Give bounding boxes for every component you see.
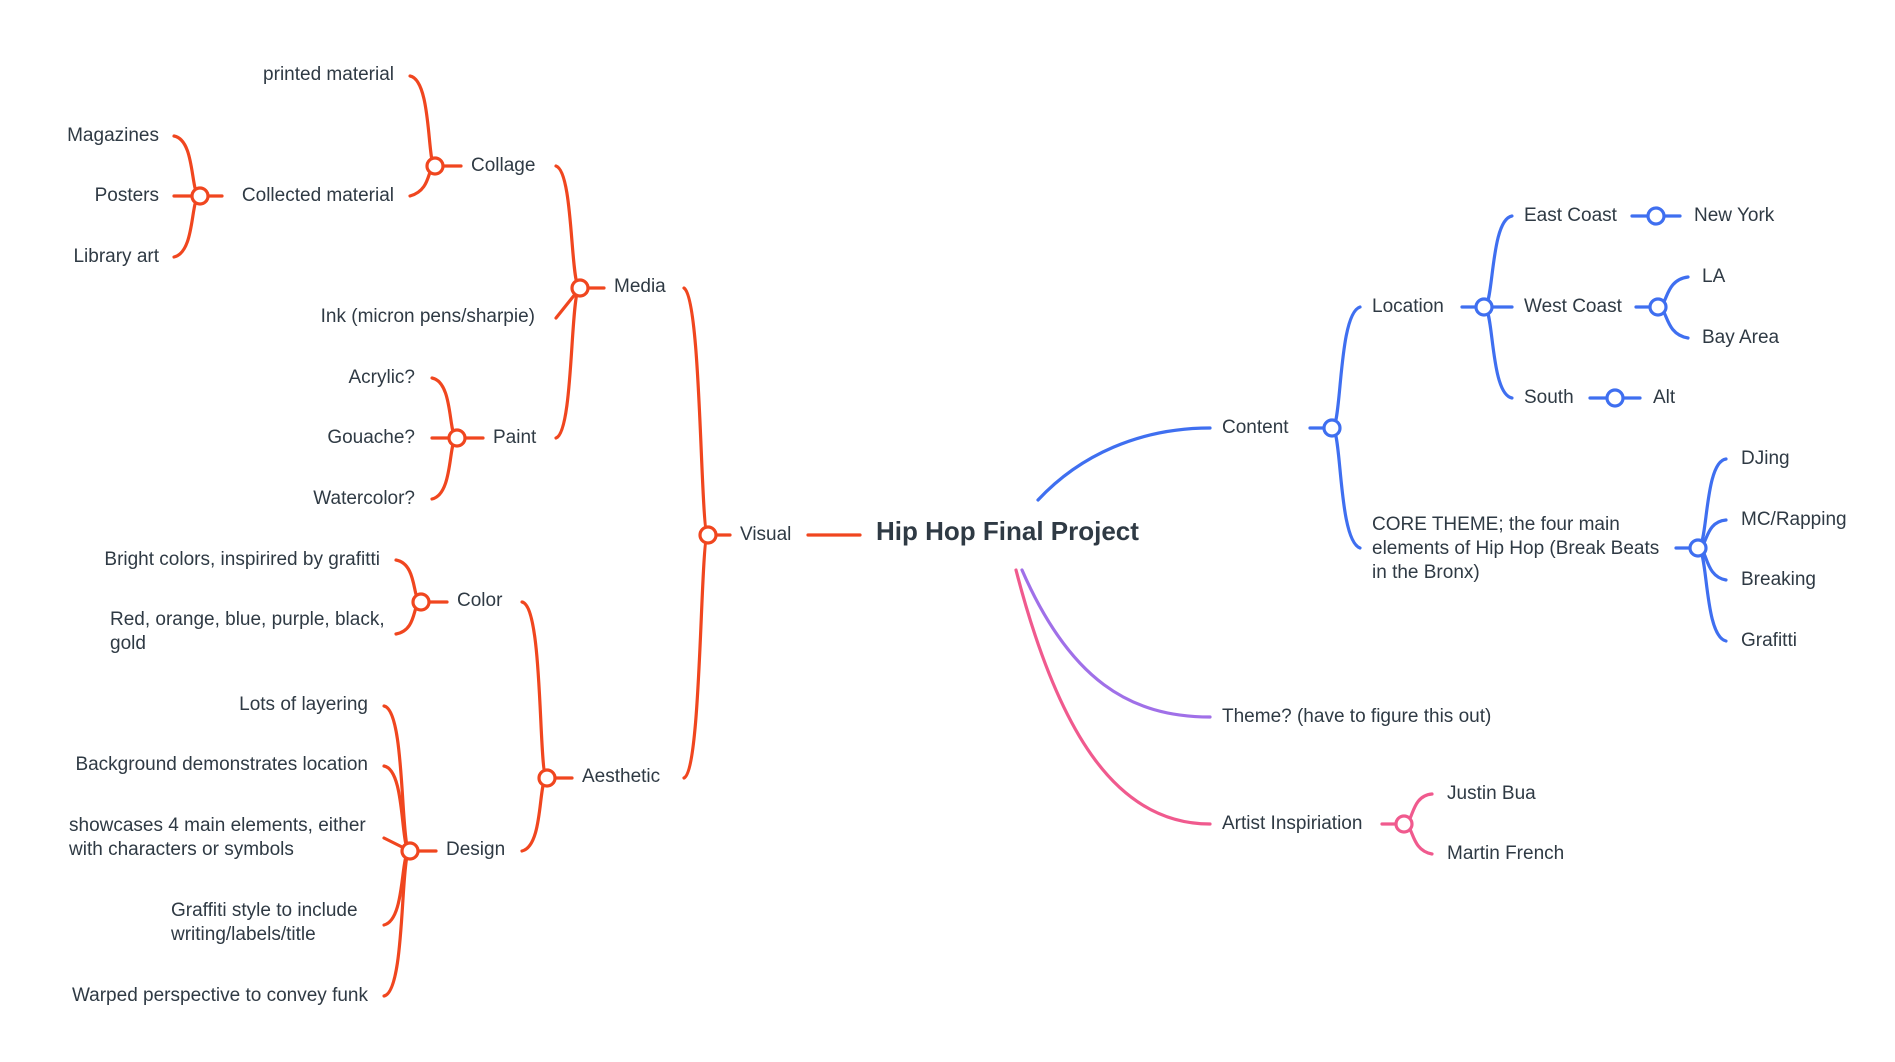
topic-collected-material[interactable]: Collected material: [241, 185, 394, 206]
hub-aesthetic[interactable]: [537, 768, 557, 788]
topic-lots-of-layering[interactable]: Lots of layering: [239, 694, 368, 715]
edge-collected-library: [172, 194, 202, 259]
topic-graffiti-style[interactable]: Graffiti style to include writing/labels…: [171, 900, 358, 945]
hub-media[interactable]: [570, 278, 590, 298]
topic-djing[interactable]: DJing: [1741, 448, 1790, 469]
topic-justin-bua[interactable]: Justin Bua: [1447, 783, 1536, 804]
topic-posters[interactable]: Posters: [94, 185, 159, 206]
edge-root-theme: [1020, 568, 1212, 719]
edge-aesthetic-color: [520, 600, 549, 780]
topic-east-coast[interactable]: East Coast: [1524, 205, 1617, 226]
topic-theme[interactable]: Theme? (have to figure this out): [1222, 706, 1492, 727]
edge-collage-printed: [408, 74, 437, 168]
hub-core-theme[interactable]: [1688, 538, 1708, 558]
edge-media-paint: [554, 286, 582, 440]
topic-visual[interactable]: Visual: [740, 524, 792, 545]
topic-south[interactable]: South: [1524, 387, 1574, 408]
topic-ink[interactable]: Ink (micron pens/sharpie): [320, 306, 535, 327]
hub-east-coast[interactable]: [1646, 206, 1666, 226]
hub-visual[interactable]: [698, 525, 718, 545]
hub-west-coast[interactable]: [1648, 297, 1668, 317]
topic-alt[interactable]: Alt: [1653, 387, 1676, 408]
topic-bay-area[interactable]: Bay Area: [1702, 327, 1780, 348]
edge-aesthetic-design: [520, 776, 549, 853]
hub-artist[interactable]: [1394, 814, 1414, 834]
topic-library-art[interactable]: Library art: [73, 246, 159, 267]
topic-content[interactable]: Content: [1222, 417, 1289, 438]
hub-paint[interactable]: [447, 428, 467, 448]
edge-core-grafitti: [1696, 546, 1728, 643]
edge-location-south: [1482, 305, 1514, 400]
edge-content-core: [1330, 426, 1362, 550]
edge-visual-media: [682, 286, 710, 537]
topic-color-list[interactable]: Red, orange, blue, purple, black, gold: [110, 609, 385, 654]
topic-collage[interactable]: Collage: [471, 155, 536, 176]
topic-printed-material[interactable]: printed material: [263, 64, 394, 85]
topic-paint[interactable]: Paint: [493, 427, 537, 448]
edge-media-collage: [554, 164, 582, 290]
topic-artist-inspiration[interactable]: Artist Inspiriation: [1222, 813, 1363, 834]
topic-color[interactable]: Color: [457, 590, 503, 611]
branch-nodes: [190, 156, 1708, 861]
hub-design[interactable]: [400, 841, 420, 861]
topic-media[interactable]: Media: [614, 276, 666, 297]
topic-martin-french[interactable]: Martin French: [1447, 843, 1565, 864]
topic-grafitti[interactable]: Grafitti: [1741, 630, 1797, 651]
topic-four-elements[interactable]: showcases 4 main elements, either with c…: [69, 815, 366, 860]
topic-background-location[interactable]: Background demonstrates location: [75, 754, 368, 775]
topic-bright-colors[interactable]: Bright colors, inspirired by grafitti: [104, 549, 380, 570]
topic-design[interactable]: Design: [446, 839, 506, 860]
edge-root-content: [1036, 426, 1212, 502]
edge-design-layering: [382, 704, 412, 853]
topic-la[interactable]: LA: [1702, 266, 1726, 287]
topic-warped-perspective[interactable]: Warped perspective to convey funk: [71, 985, 368, 1006]
edge-content-location: [1330, 305, 1362, 430]
edge-collected-magazines: [172, 134, 202, 198]
hub-collected[interactable]: [190, 186, 210, 206]
topic-location[interactable]: Location: [1372, 296, 1444, 317]
hub-color[interactable]: [411, 592, 431, 612]
hub-location[interactable]: [1474, 297, 1494, 317]
hub-content[interactable]: [1322, 418, 1342, 438]
edge-location-east: [1482, 214, 1514, 309]
edge-visual-aesthetic: [682, 533, 710, 780]
topic-watercolor[interactable]: Watercolor?: [313, 488, 415, 509]
hub-south[interactable]: [1605, 388, 1625, 408]
topic-magazines[interactable]: Magazines: [67, 125, 159, 146]
topic-west-coast[interactable]: West Coast: [1524, 296, 1622, 317]
topic-gouache[interactable]: Gouache?: [327, 427, 415, 448]
topic-aesthetic[interactable]: Aesthetic: [582, 766, 661, 787]
root-topic[interactable]: Hip Hop Final Project: [876, 516, 1139, 546]
edge-core-djing: [1696, 457, 1728, 550]
topic-acrylic[interactable]: Acrylic?: [348, 367, 415, 388]
edge-paint-acrylic: [430, 376, 459, 440]
edge-root-artist: [1014, 568, 1212, 826]
edge-paint-watercolor: [430, 436, 459, 501]
topic-mc-rapping[interactable]: MC/Rapping: [1741, 509, 1847, 530]
topic-new-york[interactable]: New York: [1694, 205, 1775, 226]
topic-core-theme[interactable]: CORE THEME; the four main elements of Hi…: [1372, 514, 1660, 583]
topic-breaking[interactable]: Breaking: [1741, 569, 1816, 590]
hub-collage[interactable]: [425, 156, 445, 176]
